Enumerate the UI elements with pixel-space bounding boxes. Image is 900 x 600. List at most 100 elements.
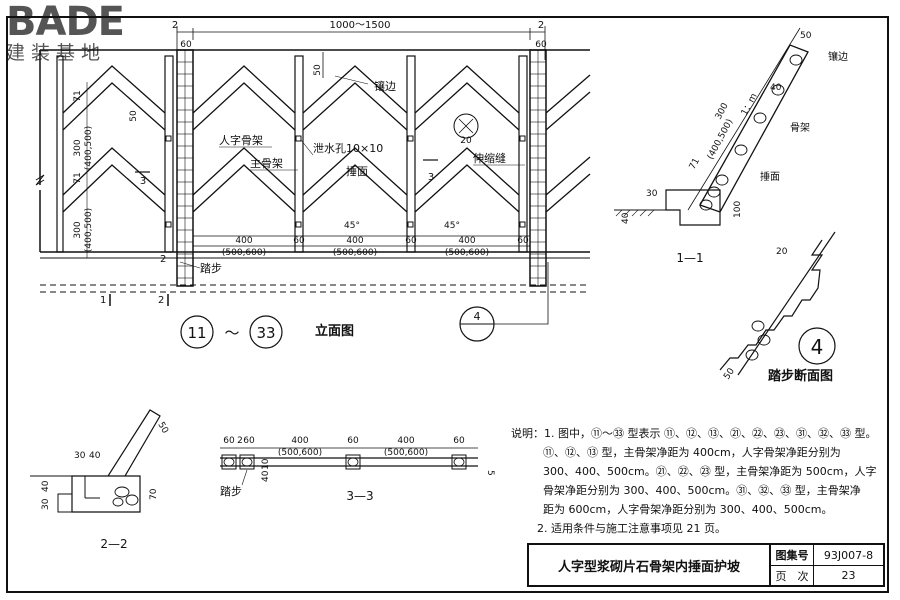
elevation-title: 立面图	[315, 323, 354, 339]
s22-dim-50: 50	[155, 421, 170, 436]
page-value: 23	[841, 569, 856, 582]
logo-main-text: BADE	[6, 0, 125, 45]
logo: BADE 建装基地	[6, 2, 156, 64]
page-label: 页 次	[771, 566, 814, 585]
atlas-value: 93J007-8	[814, 545, 883, 566]
dim-71-a: 71	[73, 90, 83, 101]
s22-dim-30v: 30	[41, 498, 51, 510]
step-detail-number: 4	[811, 335, 824, 359]
dim-60-left: 60	[180, 40, 192, 50]
s11-gujia: 骨架	[790, 122, 810, 134]
range-end: 33	[256, 324, 275, 342]
dim-500600-1: (500,600)	[222, 248, 266, 258]
mark-2-left: 2	[160, 254, 166, 265]
dim-50-top: 50	[313, 64, 323, 76]
s33-dim-60a: 60	[223, 436, 235, 446]
s11-title: 1—1	[676, 251, 703, 265]
dim-400-2: 400	[346, 236, 363, 246]
label-xieshui: 泄水孔10×10	[313, 142, 383, 155]
s11-dim-40: 40	[770, 83, 782, 93]
s11-dim-100: 100	[733, 201, 743, 218]
section-3-3: 60 2 60 400 (500,600) 60 400 (500,600) 6…	[220, 436, 495, 503]
s33-dim-500600a: (500,600)	[278, 448, 322, 458]
label-circle-20: 20	[460, 136, 472, 146]
label-zhugu: 主骨架	[250, 157, 283, 170]
section-3-right: 3	[428, 172, 434, 183]
s33-dim-5: 5	[485, 470, 495, 476]
s33-dim-400a: 400	[291, 436, 308, 446]
elevation-view: 1000～1500 2 2 60 60	[35, 20, 591, 349]
drawing-title: 人字型浆砌片石骨架内捶面护坡	[529, 545, 771, 585]
note-line: 说明：1. 图中，⑪～㉝ 型表示 ⑪、⑫、⑬、㉑、㉒、㉓、㉛、㉜、㉝ 型。	[511, 427, 877, 440]
dim-400-1: 400	[235, 236, 252, 246]
s33-dim-2: 2	[237, 436, 243, 446]
s33-dim-60d: 60	[453, 436, 465, 446]
s33-tabu: 踏步	[220, 484, 242, 498]
section-2-2: 30 40 30 40 70 50 2—2	[30, 409, 170, 551]
angle-45-left: 45°	[344, 221, 360, 231]
dim-500600-2: (500,600)	[333, 248, 377, 258]
dim-300-b: 300	[73, 221, 83, 238]
dim-500600-3: (500,600)	[445, 248, 489, 258]
section-1-1: 30 40 100 捶面 骨架 镶边 50 40 1：m 300 (400,50…	[614, 27, 848, 265]
s22-title: 2—2	[100, 537, 127, 551]
dim-2-right: 2	[538, 20, 544, 31]
note-line: 2. 适用条件与施工注意事项见 21 页。	[537, 522, 726, 535]
note-line: 骨架净距分别为 300、400、500cm。㉛、㉜、㉝ 型，主骨架净	[543, 484, 861, 497]
s33-dim-500600b: (500,600)	[384, 448, 428, 458]
cut-1: 1	[100, 295, 106, 306]
dim-400500-a: (400,500)	[84, 126, 94, 170]
step-section: 20 50 4 踏步断面图	[719, 231, 836, 384]
s11-dim-71: 71	[688, 157, 702, 172]
note-line: 距为 600cm，人字骨架净距分别为 300、400、500cm。	[543, 503, 833, 516]
dim-2-left: 2	[172, 20, 178, 31]
label-qiangbian: 镶边	[374, 79, 396, 93]
label-qimian: 捶面	[346, 164, 368, 178]
span-label: 1000～1500	[330, 20, 391, 31]
s33-dim-10: 10	[261, 458, 271, 470]
step-dim-50: 50	[722, 366, 737, 381]
cut-2: 2	[158, 295, 164, 306]
s11-qimian: 捶面	[760, 170, 780, 183]
atlas-label: 图集号	[771, 545, 814, 566]
s33-dim-60b: 60	[243, 436, 255, 446]
dim-60-b2: 60	[405, 236, 417, 246]
range-tilde: ～	[224, 324, 239, 342]
s11-dim-30: 30	[646, 189, 658, 199]
notes-block: 说明：1. 图中，⑪～㉝ 型表示 ⑪、⑫、⑬、㉑、㉒、㉓、㉛、㉜、㉝ 型。 ⑪、…	[511, 424, 881, 538]
logo-sub-text: 建装基地	[6, 42, 107, 64]
detail-ref-4: 4	[474, 310, 481, 323]
label-tabu: 踏步	[200, 261, 222, 275]
s22-dim-40v: 40	[41, 480, 51, 492]
label-renzi: 人字骨架	[219, 133, 263, 147]
dim-60-b1: 60	[293, 236, 305, 246]
dim-400-3: 400	[458, 236, 475, 246]
section-3-left: 3	[140, 176, 146, 187]
dim-60-right: 60	[535, 40, 547, 50]
s11-dim-30-40: 40	[621, 212, 631, 224]
s22-dim-30: 30	[74, 451, 86, 461]
note-line: ⑪、⑫、⑬ 型，主骨架净距为 400cm，人字骨架净距分别为	[543, 446, 841, 459]
s11-dim-50: 50	[800, 31, 812, 41]
label-shensuo: 伸缩缝	[473, 151, 506, 165]
dim-400500-b: (400,500)	[84, 208, 94, 252]
step-dim-20: 20	[776, 247, 788, 257]
range-start: 11	[187, 324, 206, 342]
s11-dim-300: 300	[714, 101, 731, 121]
angle-45-right: 45°	[444, 221, 460, 231]
dim-71-b: 71	[73, 172, 83, 183]
s33-dim-400b: 400	[397, 436, 414, 446]
s33-dim-60c: 60	[347, 436, 359, 446]
note-line: 300、400、500cm。㉑、㉒、㉓ 型，主骨架净距为 500cm，人字	[543, 465, 877, 478]
title-block: 人字型浆砌片石骨架内捶面护坡 图集号 93J007-8 页 次 23	[527, 543, 885, 587]
s11-qiangbian: 镶边	[828, 50, 848, 63]
s33-dim-40: 40	[261, 470, 271, 482]
sheet-frame	[6, 16, 889, 593]
s22-dim-40: 40	[89, 451, 101, 461]
dim-50-left: 50	[129, 110, 139, 122]
s22-dim-70: 70	[149, 488, 159, 500]
s33-title: 3—3	[346, 489, 373, 503]
step-title: 踏步断面图	[768, 368, 833, 384]
dim-60-b3: 60	[517, 236, 529, 246]
